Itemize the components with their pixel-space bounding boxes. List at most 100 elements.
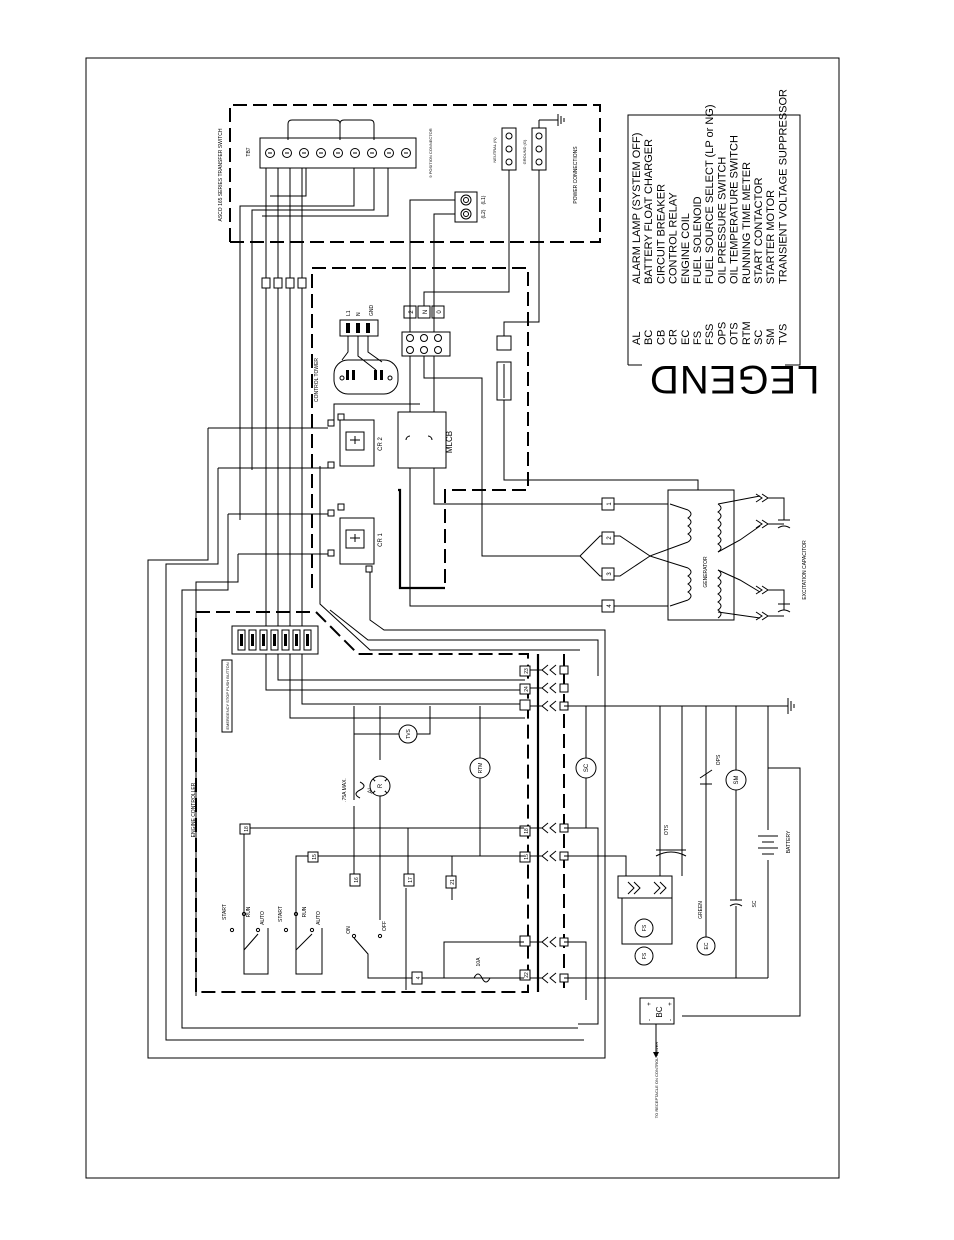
connector-pin-box — [559, 683, 569, 693]
svg-text:0: 0 — [437, 310, 443, 314]
svg-text:R: R — [378, 783, 384, 788]
cr2-label: CR 2 — [378, 437, 384, 451]
legend-desc: CONTROL RELAY — [668, 192, 680, 284]
legend-abbr: OTS — [729, 322, 741, 345]
svg-text:-: - — [647, 1019, 653, 1021]
svg-text:L1: L1 — [346, 310, 352, 316]
connector-pin — [401, 148, 411, 158]
svg-text:23: 23 — [524, 668, 530, 674]
legend-abbr: FSS — [704, 324, 716, 345]
connector-chevron — [541, 682, 557, 694]
svg-text:FS: FS — [642, 952, 648, 959]
legend-desc: FUEL SOLENOID — [692, 196, 704, 284]
svg-text:START: START — [222, 904, 228, 920]
connector-chevron — [541, 936, 557, 948]
legend-desc: RUNNING TIME METER — [741, 162, 753, 284]
engine-controller-label: ENGINE CONTROLLER — [191, 782, 197, 837]
svg-text:AUTO: AUTO — [260, 911, 266, 925]
fss-block — [617, 875, 673, 899]
svg-text:EC: EC — [704, 942, 710, 949]
svg-text:22: 22 — [524, 972, 530, 978]
excitation-capacitor-label: EXCITATION CAPACITOR — [802, 540, 808, 600]
svg-text:GROUND (G): GROUND (G) — [522, 139, 527, 164]
main-terminal-block — [401, 331, 451, 357]
legend-desc: OIL PRESSURE SWITCH — [716, 157, 728, 284]
svg-text:OTS: OTS — [664, 824, 670, 835]
cr1-label: CR 1 — [378, 533, 384, 547]
ec-coil — [696, 936, 716, 956]
connector-pin — [384, 148, 394, 158]
transfer-switch-box: ASCO 165 SERIES TRANSFER SWITCH TB7 9 PO… — [218, 104, 601, 243]
legend-title: LEGEND — [649, 357, 820, 401]
connector-pin — [265, 148, 275, 158]
legend-desc: CIRCUIT BREAKER — [655, 184, 667, 284]
svg-text:24: 24 — [524, 686, 530, 692]
tb7-label: TB7 — [246, 147, 252, 156]
svg-text:BC: BC — [655, 1006, 664, 1017]
connector-pin-box — [559, 665, 569, 675]
svg-text:TVS: TVS — [406, 728, 412, 738]
svg-text:RUN: RUN — [302, 906, 308, 917]
terminal-screw — [406, 334, 414, 342]
terminal-screw — [434, 334, 442, 342]
connector-chevron — [541, 700, 557, 712]
legend-abbr: OPS — [716, 322, 728, 345]
connector-chevron — [541, 972, 557, 984]
ground-block — [531, 127, 547, 171]
fuse-10a — [473, 973, 491, 983]
svg-text:AUTO: AUTO — [316, 911, 322, 925]
tower-small-terminal — [496, 335, 512, 351]
engine-external: OPS SM OTS BATTERY SC FS FS EC GREEN — [564, 698, 801, 1118]
legend-desc: START CONTACTOR — [753, 177, 765, 284]
svg-text:1: 1 — [607, 502, 613, 506]
svg-text:N: N — [356, 312, 362, 316]
control-tower-label: CONTROL TOWER — [314, 358, 320, 402]
legend-abbr: SC — [753, 330, 765, 345]
svg-text:RUN: RUN — [246, 906, 252, 917]
nine-position-label: 9 POSITION CONNECTOR — [428, 128, 433, 177]
page-frame — [85, 57, 840, 1179]
legend-desc: FUEL SOURCE SELECT (LP or NG) — [704, 104, 716, 284]
svg-text:.75A MAX.: .75A MAX. — [342, 778, 348, 802]
svg-text:OFF: OFF — [382, 921, 388, 931]
svg-text:15: 15 — [524, 854, 530, 860]
svg-text:2: 2 — [607, 536, 613, 540]
svg-text:OPS: OPS — [716, 754, 722, 765]
mlcb-breaker — [397, 411, 447, 469]
svg-text:+: + — [668, 1002, 674, 1006]
connector-chevron — [541, 822, 557, 834]
svg-text:GREEN: GREEN — [698, 901, 704, 919]
mlcb-label: MLCB — [445, 431, 454, 453]
sc-contactor — [575, 757, 597, 779]
legend-abbr: CR — [668, 329, 680, 345]
fs-solenoid-2 — [634, 946, 654, 966]
svg-text:18: 18 — [524, 828, 530, 834]
connector-pin — [282, 148, 292, 158]
connector-chevron — [541, 850, 557, 862]
svg-text:GND: GND — [369, 305, 375, 317]
svg-text:-: - — [668, 1019, 674, 1021]
emergency-stop-label: EMERGENCY STOP PUSH BUTTON — [225, 662, 230, 729]
legend-abbr: RTM — [741, 321, 753, 345]
tower-receptacle — [333, 359, 399, 395]
legend-abbr: SM — [765, 329, 777, 346]
svg-text:START: START — [278, 906, 284, 922]
connector-pin — [333, 148, 343, 158]
connector-pin — [316, 148, 326, 158]
svg-text:18: 18 — [244, 826, 250, 832]
svg-text:21: 21 — [450, 879, 456, 885]
legend-desc: ENGINE COIL — [680, 213, 692, 284]
connector-pin — [367, 148, 377, 158]
legend-desc: ALARM LAMP (SYSTEM OFF) — [631, 133, 643, 284]
legend-desc: TRANSIENT VOLTAGE SUPPRESSOR — [777, 89, 789, 284]
svg-text:N: N — [423, 310, 429, 314]
svg-text:16: 16 — [354, 877, 360, 883]
bc-charger — [639, 997, 675, 1025]
svg-text:SM: SM — [734, 775, 740, 784]
neutral-block — [501, 127, 517, 171]
connector-chevron — [541, 664, 557, 676]
legend-abbr: CB — [655, 330, 667, 345]
generator-box — [667, 489, 735, 621]
legend-abbr: BC — [643, 330, 655, 345]
